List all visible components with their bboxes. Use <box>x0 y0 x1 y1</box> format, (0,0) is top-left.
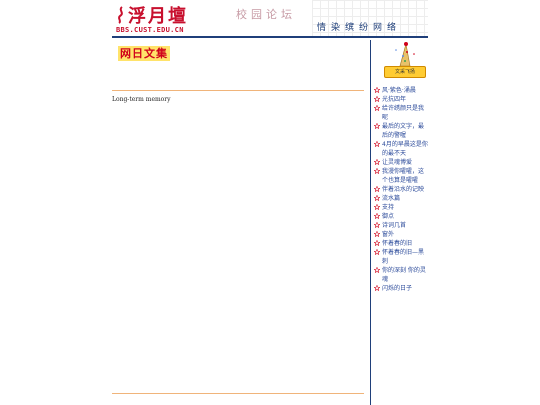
content-top-rule <box>112 90 364 91</box>
star-bullet-icon <box>374 186 380 192</box>
sidebar-link-label: 光抗四年 <box>382 96 407 103</box>
sidebar-link-item[interactable]: 伴着沿水的记映 <box>374 185 428 194</box>
sidebar-link-item[interactable]: 我漫你嚯嚯，这个也算是嚯嚯 <box>374 167 428 185</box>
sidebar-link-item[interactable]: 让灵魂博爱 <box>374 158 428 167</box>
content-bottom-rule <box>112 393 364 394</box>
sidebar-link-label: 窗外 <box>382 231 395 238</box>
sidebar-link-item[interactable]: 诗词几首 <box>374 221 428 230</box>
star-bullet-icon <box>374 204 380 210</box>
logo-swirl-icon <box>118 6 123 24</box>
star-bullet-icon <box>374 168 380 174</box>
badge-label: 文采飞扬 <box>384 66 426 78</box>
logo-text: 浮月壇 <box>128 6 188 27</box>
star-bullet-icon <box>374 123 380 129</box>
header-grid-decoration <box>312 0 428 36</box>
sidebar-link-label: 4月的早晨这是你的最不天 <box>382 141 428 157</box>
sidebar-link-item[interactable]: 闪烁的日子 <box>374 284 428 293</box>
sidebar-link-item[interactable]: 光抗四年 <box>374 95 428 104</box>
sidebar-link-item[interactable]: 风·紫色·涌晨 <box>374 86 428 95</box>
site-slogan: 情染缤纷网络 <box>317 23 402 33</box>
sidebar-badge: 文采飞扬 <box>382 40 426 80</box>
campus-forum-heading: 校园论坛 <box>236 8 296 21</box>
column-title: 网日文集 <box>118 46 170 61</box>
sidebar-link-label: 伴着沿水的记映 <box>382 186 425 193</box>
sidebar-link-list: 风·紫色·涌晨光抗四年给许绣颜只是我昵最后的文字，最后的警喔 4月的早晨这是你的最… <box>374 86 428 293</box>
sidebar-link-item[interactable]: 支持 <box>374 203 428 212</box>
sidebar-link-item[interactable]: 最后的文字，最后的警喔 <box>374 122 428 140</box>
star-bullet-icon <box>374 285 380 291</box>
star-bullet-icon <box>374 231 380 237</box>
sidebar-link-label: 怀着春的旧—黑刺 <box>382 249 425 265</box>
article-title: Long-term memory <box>112 96 171 103</box>
sidebar-link-label: 御点 <box>382 213 395 220</box>
star-bullet-icon <box>374 105 380 111</box>
sidebar-link-item[interactable]: 流水篇 <box>374 194 428 203</box>
sidebar-link-label: 怀着春的旧 <box>382 240 413 247</box>
star-bullet-icon <box>374 267 380 273</box>
star-bullet-icon <box>374 87 380 93</box>
sidebar-link-label: 你的深刻 你的灵魂 <box>382 267 426 283</box>
page: 浮月壇 BBS.CUST.EDU.CN 校园论坛 情染缤纷网络 网日文集 Lon… <box>112 0 428 405</box>
sidebar-link-item[interactable]: 你的深刻 你的灵魂 <box>374 266 428 284</box>
sidebar-link-item[interactable]: 窗外 <box>374 230 428 239</box>
sidebar-link-label: 闪烁的日子 <box>382 285 413 292</box>
star-bullet-icon <box>374 249 380 255</box>
sidebar-link-item[interactable]: 给许绣颜只是我昵 <box>374 104 428 122</box>
star-bullet-icon <box>374 159 380 165</box>
sidebar-link-label: 支持 <box>382 204 395 211</box>
sidebar-link-item[interactable]: 怀着春的旧 <box>374 239 428 248</box>
sidebar-link-item[interactable]: 御点 <box>374 212 428 221</box>
sidebar-link-label: 诗词几首 <box>382 222 407 229</box>
star-bullet-icon <box>374 222 380 228</box>
sidebar-link-item[interactable]: 4月的早晨这是你的最不天 <box>374 140 428 158</box>
site-header: 浮月壇 BBS.CUST.EDU.CN 校园论坛 情染缤纷网络 <box>112 0 428 38</box>
sidebar-link-label: 流水篇 <box>382 195 401 202</box>
sidebar-link-label: 给许绣颜只是我昵 <box>382 105 425 121</box>
sidebar-link-label: 让灵魂博爱 <box>382 159 413 166</box>
logo-domain: BBS.CUST.EDU.CN <box>116 26 184 34</box>
site-logo[interactable]: 浮月壇 BBS.CUST.EDU.CN <box>112 0 188 38</box>
sidebar-divider <box>370 40 371 405</box>
sidebar-link-label: 风·紫色·涌晨 <box>382 87 416 94</box>
sidebar-link-item[interactable]: 怀着春的旧—黑刺 <box>374 248 428 266</box>
star-bullet-icon <box>374 141 380 147</box>
header-divider <box>112 36 428 38</box>
sidebar-link-label: 最后的文字，最后的警喔 <box>382 123 425 139</box>
star-bullet-icon <box>374 96 380 102</box>
star-bullet-icon <box>374 195 380 201</box>
sidebar-link-label: 我漫你嚯嚯，这个也算是嚯嚯 <box>382 168 425 184</box>
party-hat-icon <box>395 42 415 67</box>
star-bullet-icon <box>374 240 380 246</box>
star-bullet-icon <box>374 213 380 219</box>
